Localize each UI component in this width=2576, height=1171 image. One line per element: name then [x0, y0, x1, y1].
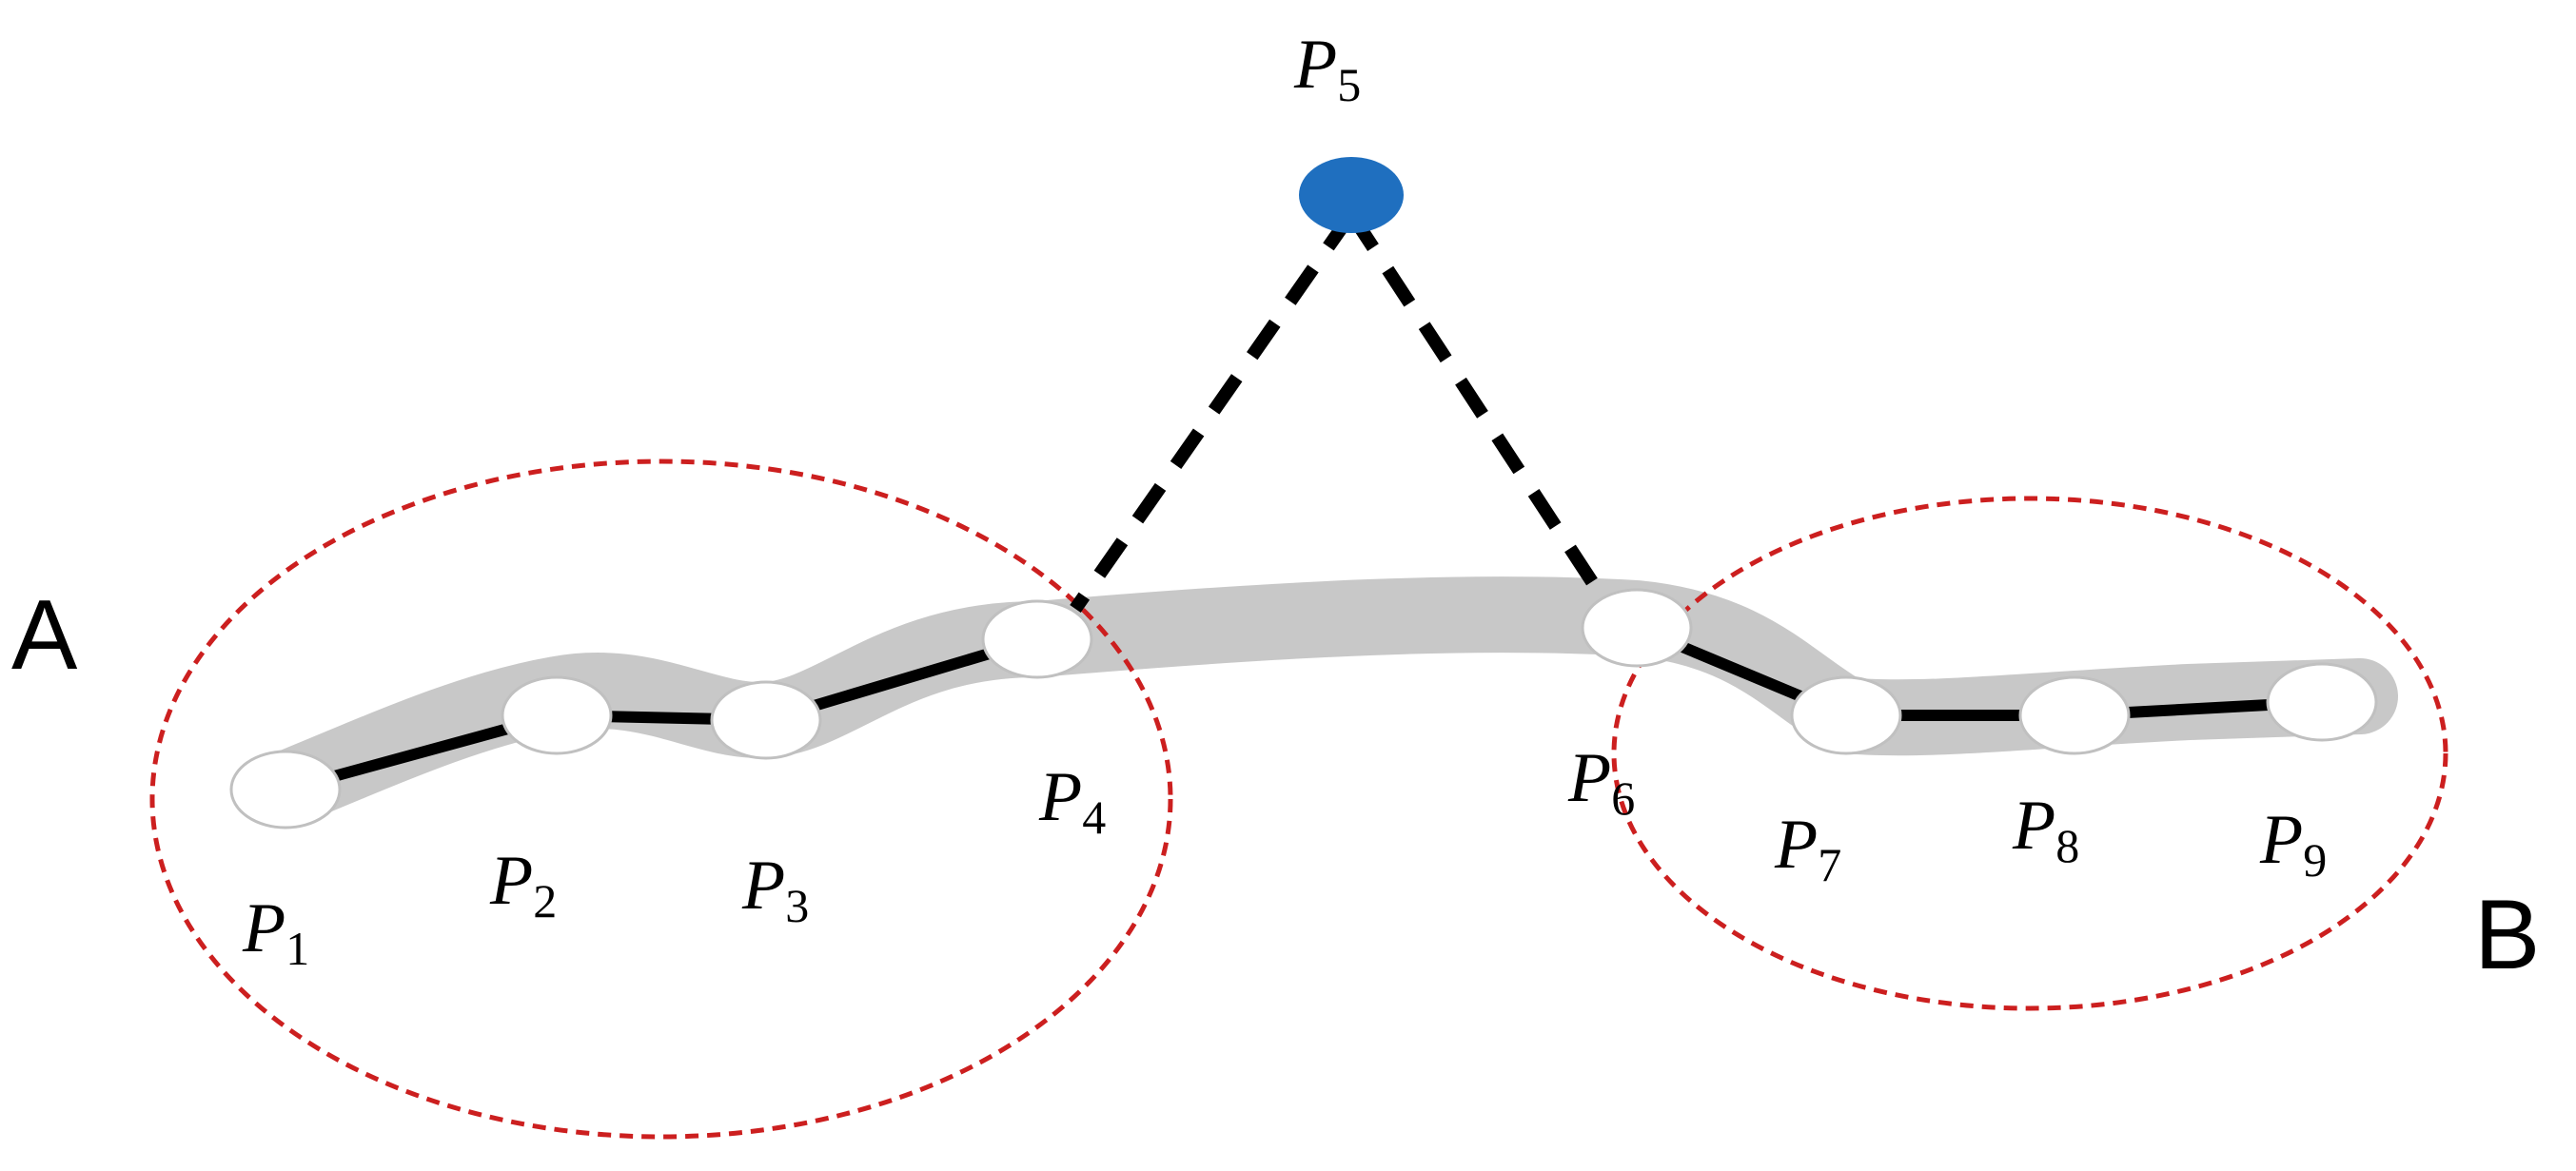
node-p8 — [2018, 675, 2131, 755]
node-p1 — [229, 750, 342, 829]
label-p6: P6 — [1567, 739, 1635, 825]
label-p7: P7 — [1774, 806, 1841, 891]
cluster-outline-B — [1611, 496, 2448, 1011]
label-p8: P8 — [2012, 787, 2079, 872]
node-p6 — [1581, 588, 1693, 668]
label-p3: P3 — [741, 847, 809, 932]
label-p5: P5 — [1293, 26, 1361, 111]
node-p3 — [710, 680, 822, 760]
dashed-link-p5-p4 — [1070, 209, 1357, 614]
dashed-link-p5-p6 — [1346, 210, 1609, 603]
node-p7 — [1790, 675, 1902, 755]
label-p4: P4 — [1038, 758, 1106, 844]
label-p2: P2 — [489, 842, 557, 927]
label-p1: P1 — [242, 889, 309, 975]
node-p2 — [501, 675, 613, 755]
node-p9 — [2266, 662, 2378, 742]
node-p4 — [981, 599, 1093, 679]
cluster-label-B: B — [2474, 880, 2540, 990]
label-p9: P9 — [2259, 801, 2327, 887]
cluster-outline-A — [149, 459, 1173, 1140]
node-p5 — [1299, 157, 1404, 233]
cluster-label-A: A — [11, 580, 78, 691]
